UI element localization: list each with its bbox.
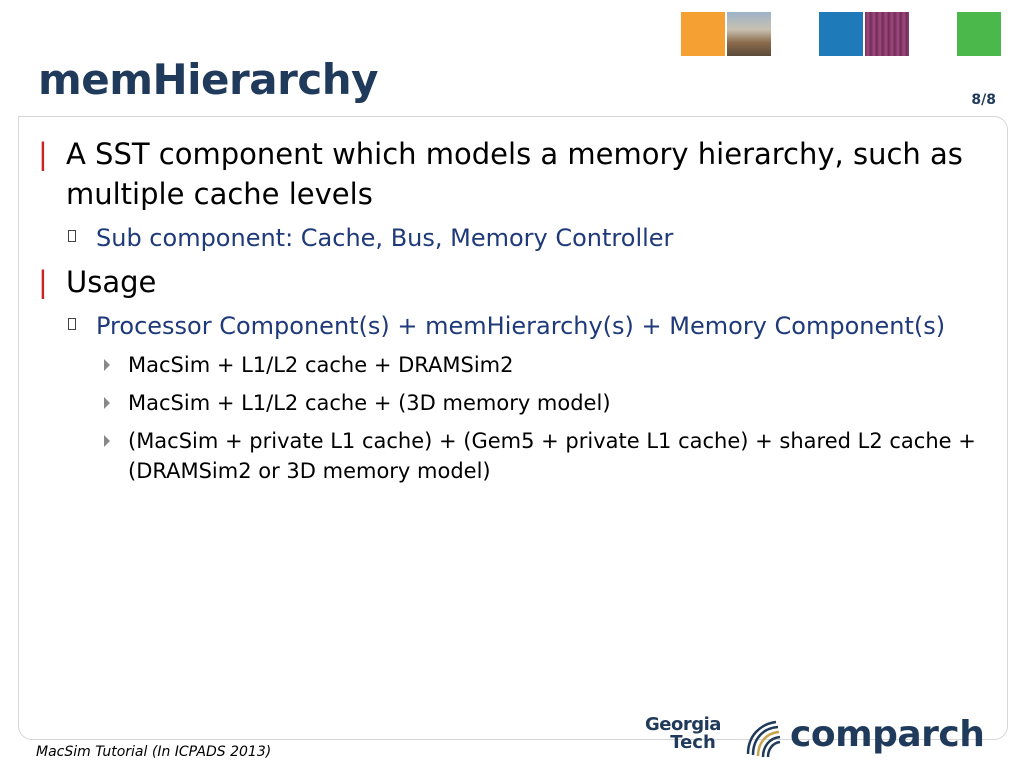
footer-logos: Georgia Tech comparch bbox=[630, 712, 990, 762]
bullet-text: A SST component which models a memory hi… bbox=[66, 137, 963, 211]
content-frame bbox=[18, 116, 1008, 740]
bullet-level3: MacSim + L1/L2 cache + (3D memory model) bbox=[38, 388, 988, 418]
footer-citation: MacSim Tutorial (In ICPADS 2013) bbox=[36, 744, 272, 760]
logo-georgia-text: Georgia bbox=[645, 714, 721, 735]
comparch-logo: comparch bbox=[790, 714, 985, 755]
circuit-photo-icon bbox=[865, 12, 909, 56]
hollow-box-icon bbox=[68, 318, 76, 330]
georgia-tech-swirl-icon bbox=[746, 720, 781, 758]
bullet-level1: | Usage bbox=[38, 262, 988, 302]
bullet-level2: Sub component: Cache, Bus, Memory Contro… bbox=[38, 220, 988, 256]
bullet-text: (MacSim + private L1 cache) + (Gem5 + pr… bbox=[128, 429, 976, 483]
bullet-text: MacSim + L1/L2 cache + (3D memory model) bbox=[128, 391, 611, 415]
bullet-text: Processor Component(s) + memHierarchy(s)… bbox=[96, 312, 946, 340]
campus-photo-icon bbox=[727, 12, 771, 56]
bullet-level3: MacSim + L1/L2 cache + DRAMSim2 bbox=[38, 350, 988, 380]
bar-bullet-icon: | bbox=[38, 265, 48, 299]
bullet-level2: Processor Component(s) + memHierarchy(s)… bbox=[38, 308, 988, 344]
bullet-text: Sub component: Cache, Bus, Memory Contro… bbox=[96, 224, 674, 252]
bar-bullet-icon: | bbox=[38, 137, 48, 171]
bullet-text: MacSim + L1/L2 cache + DRAMSim2 bbox=[128, 353, 514, 377]
header-decoration bbox=[0, 12, 1024, 58]
bullet-text: Usage bbox=[66, 265, 157, 299]
orange-square-icon bbox=[681, 12, 725, 56]
blue-square-icon bbox=[819, 12, 863, 56]
logo-tech-text: Tech bbox=[670, 732, 716, 753]
slide-title: memHierarchy bbox=[38, 55, 379, 104]
hollow-box-icon bbox=[68, 230, 76, 242]
georgia-tech-logo: Georgia Tech bbox=[636, 716, 730, 756]
triangle-right-icon bbox=[104, 359, 110, 371]
triangle-right-icon bbox=[104, 435, 110, 447]
page-number: 8/8 bbox=[971, 92, 996, 108]
green-square-icon bbox=[957, 12, 1001, 56]
bullet-level1: | A SST component which models a memory … bbox=[38, 134, 988, 214]
triangle-right-icon bbox=[104, 397, 110, 409]
bullet-level3: (MacSim + private L1 cache) + (Gem5 + pr… bbox=[38, 426, 988, 486]
bullet-list: | A SST component which models a memory … bbox=[38, 134, 988, 494]
